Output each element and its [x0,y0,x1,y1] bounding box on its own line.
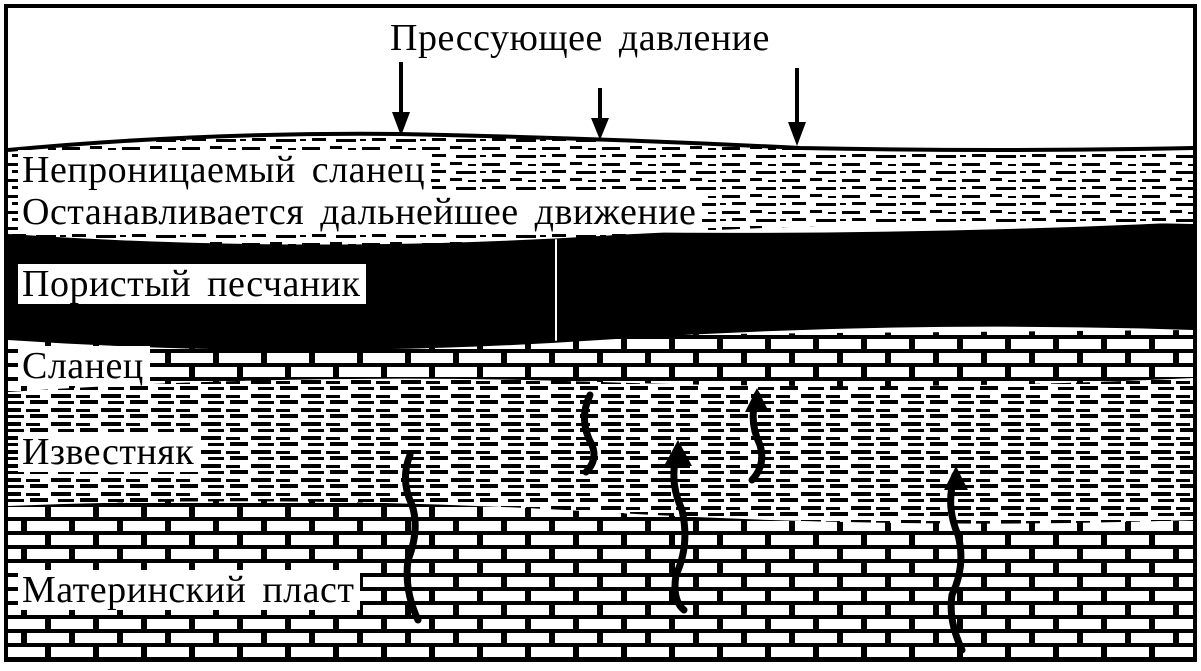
channel-tips [664,388,968,490]
porous-sandstone-layer [8,222,1193,350]
pressure-arrows [392,62,806,146]
diagram-title: Прессующее давление [390,17,770,59]
label-shale: Сланец [18,346,150,386]
label-stops-movement: Останавливается дальнейшее движение [18,192,703,232]
arrow-down-icon [392,112,410,136]
arrow-down-icon [591,118,609,140]
label-limestone: Известняк [18,432,201,472]
label-porous-sandstone: Пористый песчаник [18,264,367,304]
label-source-bed: Материнский пласт [18,570,361,610]
arrow-down-icon [788,122,806,146]
label-impermeable-shale: Непроницаемый сланец [18,150,432,190]
limestone-layer [8,372,1193,524]
